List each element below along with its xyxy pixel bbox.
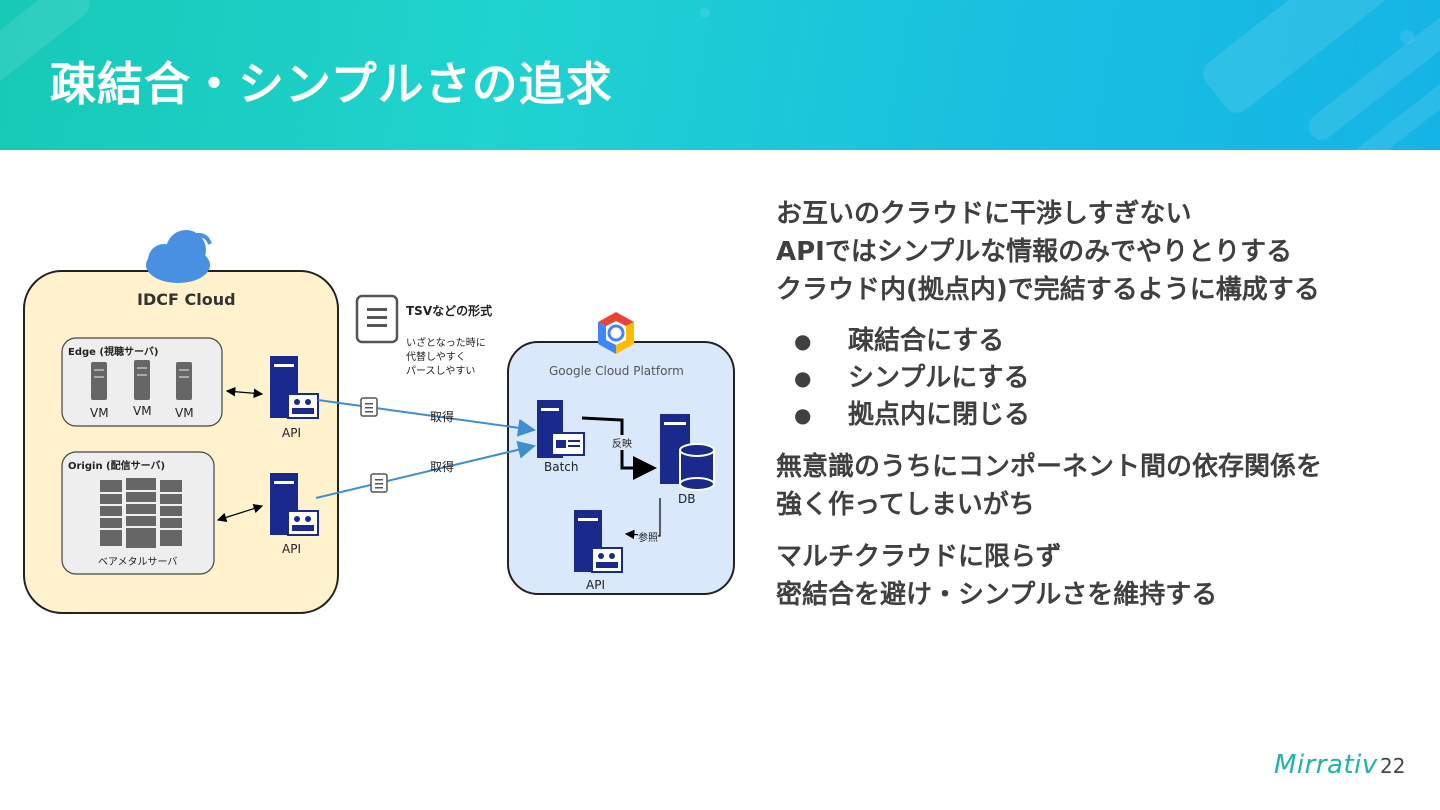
gcp-api-server-icon bbox=[574, 510, 623, 573]
bullet-list: ● 疎結合にする ● シンプルにする ● 拠点内に閉じる bbox=[776, 323, 1416, 434]
header-dot bbox=[1400, 30, 1414, 44]
bullet-dot-icon: ● bbox=[794, 403, 812, 427]
small-document-icon bbox=[360, 397, 378, 417]
gcp-api-label: API bbox=[586, 578, 605, 592]
slide-title: 疎結合・シンプルさの追求 bbox=[50, 57, 613, 111]
tsv-title: TSVなどの形式 bbox=[406, 304, 493, 318]
gcp-logo-icon bbox=[598, 312, 634, 354]
reflect-label: 反映 bbox=[612, 435, 632, 450]
fetch-arrow-top bbox=[317, 399, 536, 437]
architecture-diagram: IDCF Cloud Edge (視聴サーバ) VM VM VM Origin … bbox=[0, 150, 760, 670]
bullet-item: ● シンプルにする bbox=[776, 360, 1416, 397]
text-line: 密結合を避け・シンプルさを維持する bbox=[776, 580, 1218, 610]
text-line: マルチクラウドに限らず bbox=[776, 542, 1062, 572]
vm-label: VM bbox=[90, 406, 109, 420]
text-line: お互いのクラウドに干渉しすぎない bbox=[776, 199, 1192, 229]
origin-api-link bbox=[216, 503, 264, 523]
idcf-label: IDCF Cloud bbox=[137, 290, 236, 309]
idcf-api-server-icon bbox=[270, 356, 319, 419]
fetch-label: 取得 bbox=[430, 410, 455, 424]
vm-label: VM bbox=[133, 404, 152, 418]
page-number: 22 bbox=[1380, 754, 1406, 778]
reference-arrow bbox=[624, 498, 661, 540]
fetch-arrow-bottom bbox=[315, 440, 536, 499]
document-icon bbox=[355, 294, 399, 344]
bullet-text: 拠点内に閉じる bbox=[848, 400, 1031, 430]
origin-group-label: Origin (配信サーバ) bbox=[68, 461, 166, 472]
header-dot bbox=[700, 8, 710, 18]
vm-server-icon bbox=[91, 360, 192, 400]
conclusion-paragraph: マルチクラウドに限らず 密結合を避け・シンプルさを維持する bbox=[776, 538, 1416, 614]
bullet-item: ● 疎結合にする bbox=[776, 323, 1416, 360]
bullet-dot-icon: ● bbox=[794, 329, 812, 353]
bullet-item: ● 拠点内に閉じる bbox=[776, 397, 1416, 434]
db-label: DB bbox=[678, 492, 696, 506]
idcf-cloud-icon bbox=[146, 230, 212, 283]
brand-logo: Mirrativ bbox=[1274, 750, 1378, 780]
dependency-paragraph: 無意識のうちにコンポーネント間の依存関係を 強く作ってしまいがち bbox=[776, 448, 1416, 524]
edge-api-link bbox=[225, 386, 264, 399]
header-banner: 疎結合・シンプルさの追求 bbox=[0, 0, 1440, 150]
text-line: 無意識のうちにコンポーネント間の依存関係を bbox=[776, 452, 1323, 482]
tsv-note-line: パースしやすい bbox=[406, 366, 476, 377]
fetch-label: 取得 bbox=[430, 460, 455, 474]
baremetal-server-icon bbox=[100, 478, 182, 548]
gcp-label: Google Cloud Platform bbox=[549, 364, 684, 378]
text-line: 強く作ってしまいがち bbox=[776, 490, 1035, 520]
text-line: クラウド内(拠点内)で完結するように構成する bbox=[776, 275, 1320, 305]
batch-server-icon bbox=[537, 400, 585, 458]
bullet-text: シンプルにする bbox=[848, 363, 1030, 393]
intro-paragraph: お互いのクラウドに干渉しすぎない APIではシンプルな情報のみでやりとりする ク… bbox=[776, 195, 1416, 309]
reference-label: 参照 bbox=[638, 529, 658, 544]
diagram-canvas bbox=[23, 230, 735, 614]
bullet-text: 疎結合にする bbox=[848, 326, 1005, 356]
tsv-note-line: いざとなった時に bbox=[406, 338, 486, 349]
batch-label: Batch bbox=[544, 460, 579, 474]
bullet-dot-icon: ● bbox=[794, 366, 812, 390]
baremetal-label: ベアメタルサーバ bbox=[98, 557, 178, 568]
database-icon bbox=[660, 414, 715, 491]
text-line: APIではシンプルな情報のみでやりとりする bbox=[776, 237, 1293, 267]
edge-group-label: Edge (視聴サーバ) bbox=[68, 347, 159, 358]
small-document-icon bbox=[370, 473, 388, 493]
tsv-note-line: 代替しやすく bbox=[406, 352, 466, 363]
content-text: お互いのクラウドに干渉しすぎない APIではシンプルな情報のみでやりとりする ク… bbox=[776, 195, 1416, 614]
idcf-api-server-icon bbox=[270, 473, 319, 536]
vm-label: VM bbox=[175, 406, 194, 420]
api-label: API bbox=[282, 542, 301, 556]
api-label: API bbox=[282, 426, 301, 440]
